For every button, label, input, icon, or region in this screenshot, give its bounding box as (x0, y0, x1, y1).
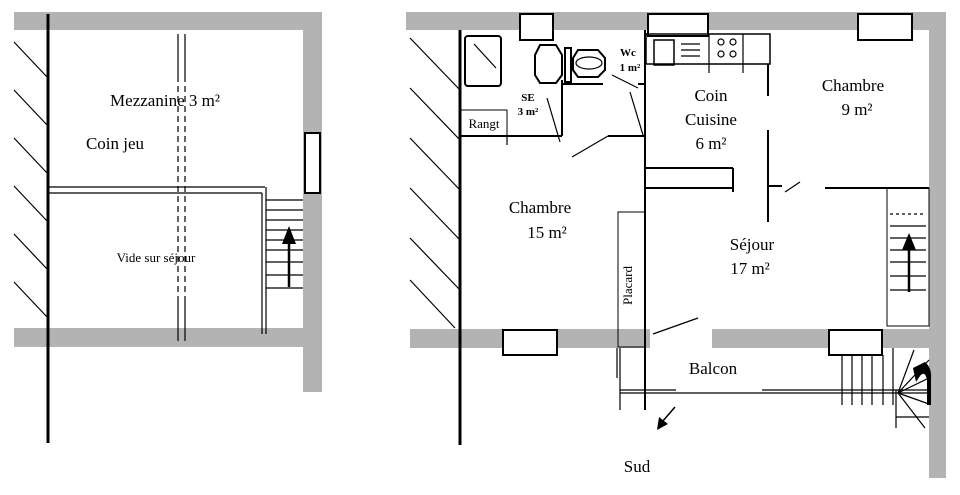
storage-label: Rangt (468, 116, 499, 131)
bedroom-15-area: 15 m² (527, 223, 567, 242)
window (519, 13, 554, 41)
top-wall (14, 12, 322, 30)
kitchen-area: 6 m² (695, 134, 726, 153)
orientation-label: Sud (624, 457, 651, 476)
hatching (13, 41, 49, 319)
doors (546, 74, 801, 335)
toilet-tank-icon (564, 47, 572, 83)
bedroom-15-name: Chambre (509, 198, 571, 217)
staircase (886, 187, 930, 327)
bathroom-area: 3 m² (518, 106, 539, 118)
balcony-railing (616, 348, 929, 410)
kitchen-counter (645, 33, 771, 65)
window (828, 329, 883, 356)
shower-icon (464, 35, 502, 87)
ground-plan: Placard (406, 12, 946, 478)
arrow-up-icon (282, 226, 296, 244)
living-room-area: 17 m² (730, 259, 770, 278)
void-label: Vide sur séjour (117, 250, 196, 265)
window (857, 13, 913, 41)
play-area-label: Coin jeu (86, 134, 145, 153)
window (502, 329, 558, 356)
balcony-steps (841, 348, 930, 429)
bedroom-9-name: Chambre (822, 76, 884, 95)
staircase (266, 199, 303, 289)
bathroom-name: SE (521, 92, 534, 104)
cooktop-icon (717, 38, 737, 58)
right-wall (303, 12, 322, 392)
window (647, 13, 709, 37)
wc-area: 1 m² (620, 62, 641, 74)
closet-label: Placard (620, 266, 635, 305)
living-room-name: Séjour (730, 235, 775, 254)
arrow-up-icon (902, 233, 916, 250)
right-wall (929, 12, 946, 478)
hatching (409, 37, 461, 329)
balcony-label: Balcon (689, 359, 738, 378)
railing (48, 186, 267, 334)
storage (460, 109, 508, 137)
bottom-wall (14, 328, 322, 347)
mezzanine-plan: Mezzanine 3 m² Coin jeu Vide sur séjour (13, 12, 322, 443)
wc-name: Wc (620, 47, 636, 59)
toilet-icon (572, 49, 606, 78)
south-arrow-icon (657, 406, 676, 430)
window (304, 132, 321, 194)
spiral-stair-arrow-icon (913, 362, 932, 405)
mezzanine-label: Mezzanine 3 m² (110, 91, 220, 110)
sink-icon (653, 39, 675, 66)
kitchen-label-1: Coin (694, 86, 728, 105)
kitchen-label-2: Cuisine (685, 110, 737, 129)
beam (177, 34, 186, 341)
sink-icon (534, 44, 563, 84)
closet (617, 211, 646, 348)
bedroom-9-area: 9 m² (841, 100, 872, 119)
